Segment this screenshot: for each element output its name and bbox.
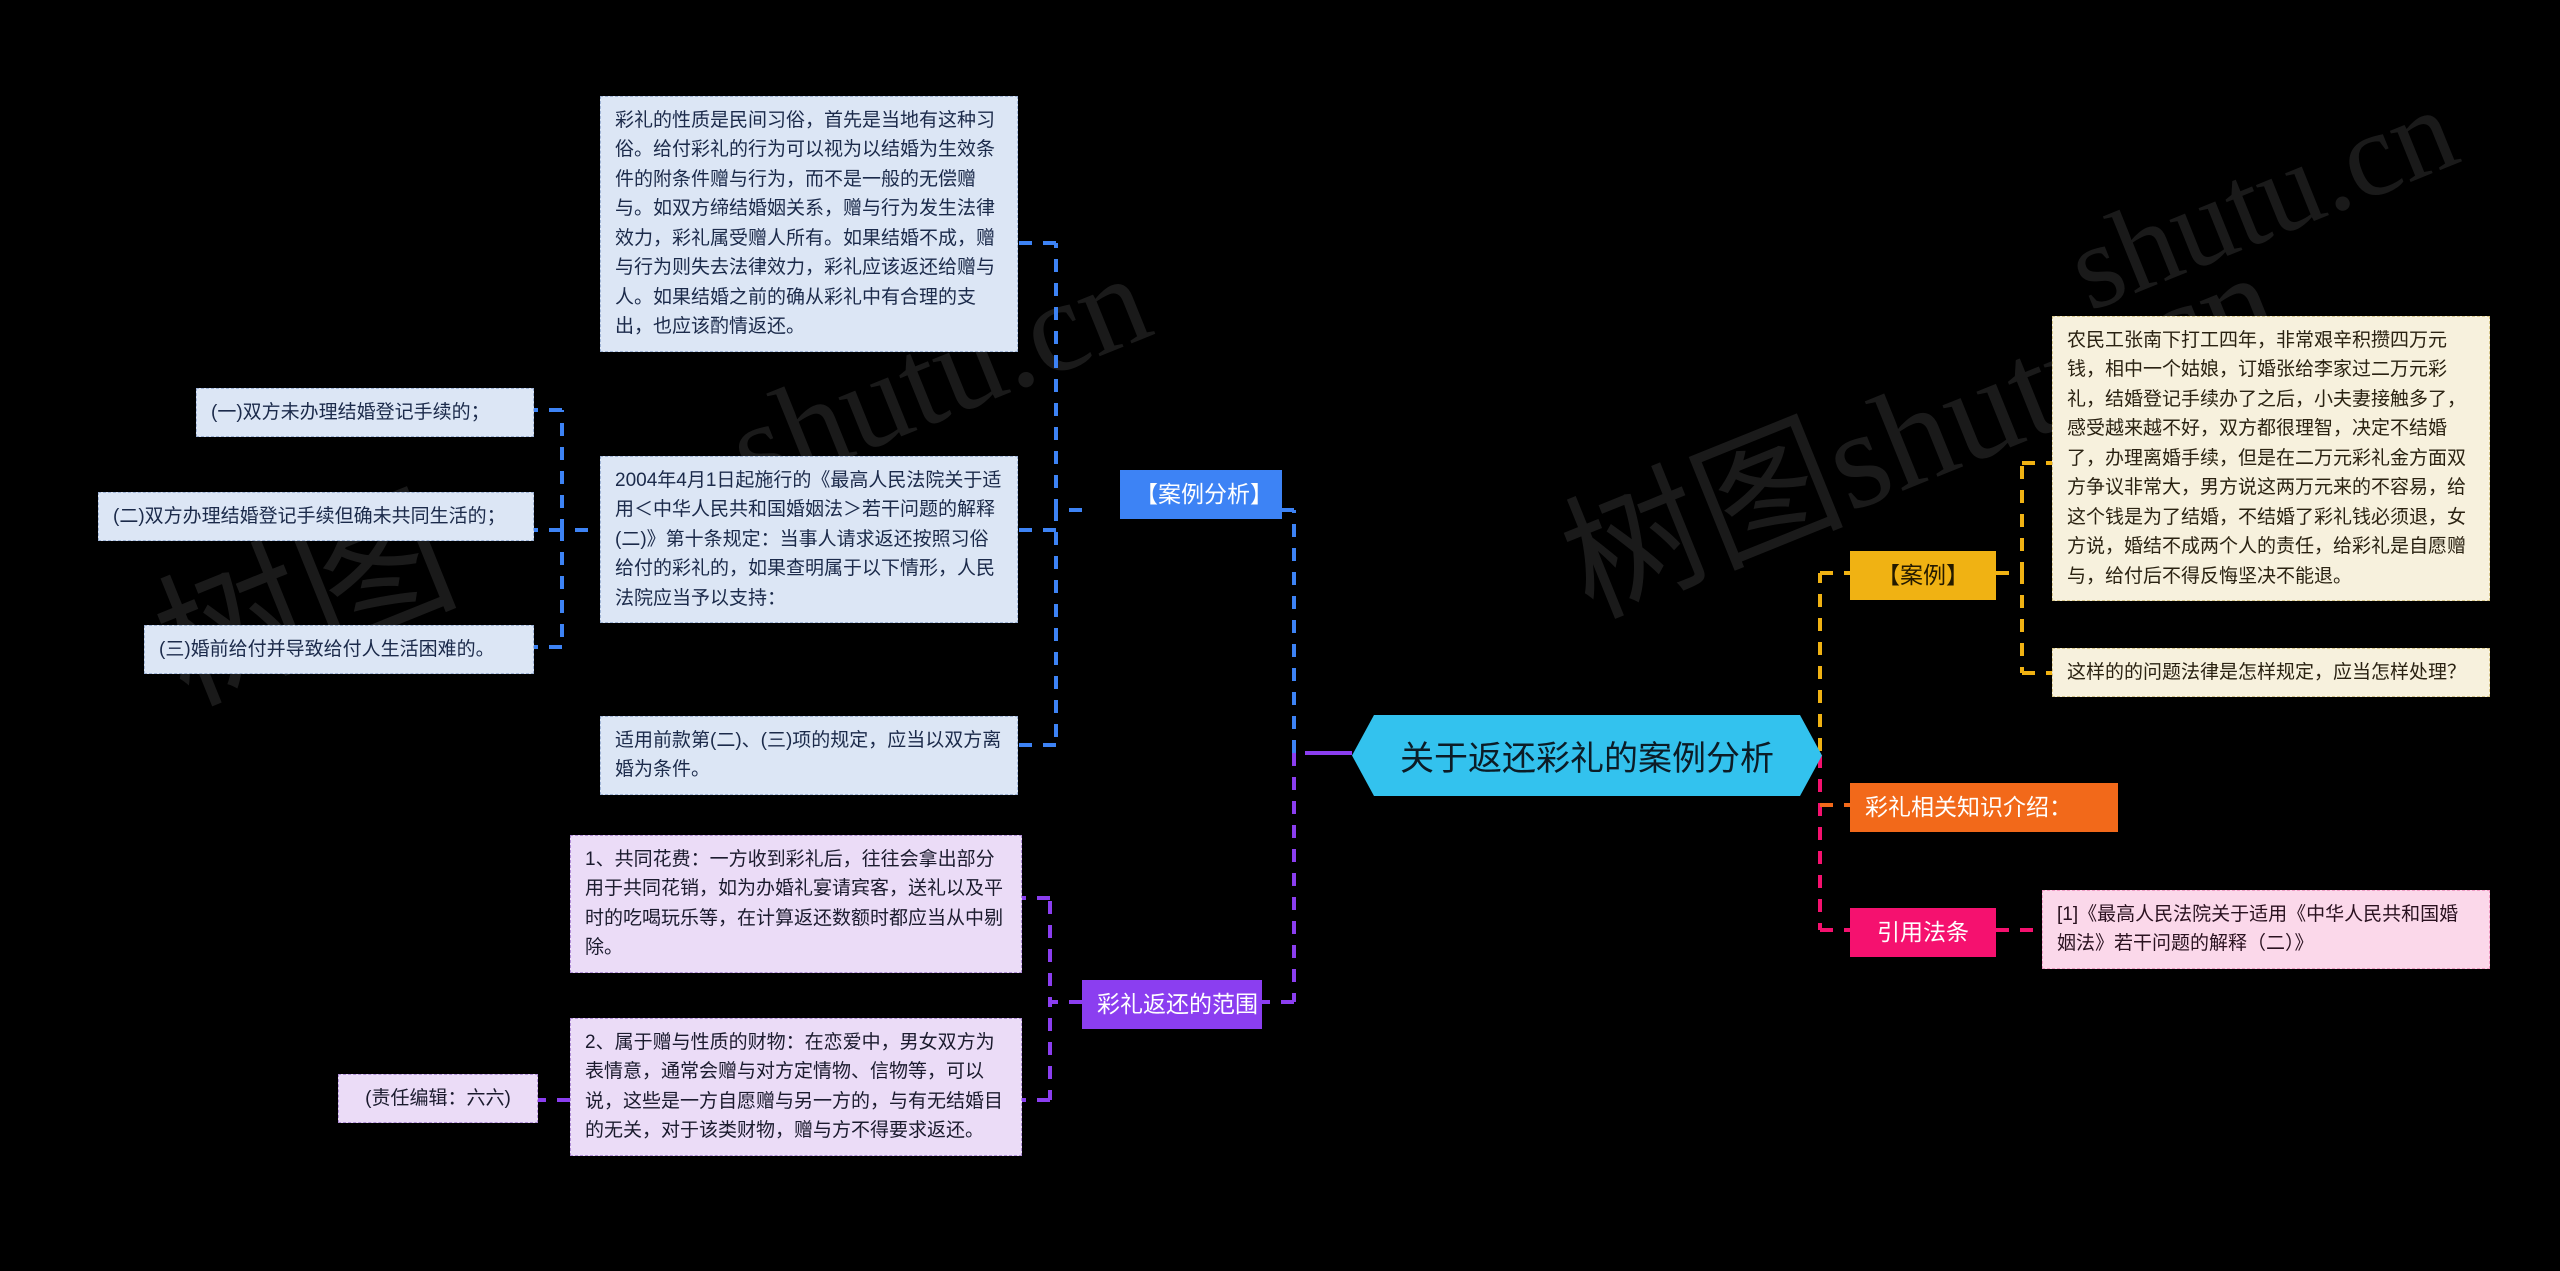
branch-chip-case[interactable]: 【案例】 xyxy=(1850,551,1996,601)
node-condition-item-1[interactable]: (一)双方未办理结婚登记手续的； xyxy=(196,388,534,438)
node-condition-item-2[interactable]: (二)双方办理结婚登记手续但确未共同生活的； xyxy=(98,492,534,542)
branch-chip-knowledge[interactable]: 彩礼相关知识介绍： xyxy=(1850,783,2118,833)
node-nature-of-betrothal-gift[interactable]: 彩礼的性质是民间习俗，首先是当地有这种习俗。给付彩礼的行为可以视为以结婚为生效条… xyxy=(600,96,1018,352)
node-case-story[interactable]: 农民工张南下打工四年，非常艰辛积攒四万元钱，相中一个姑娘，订婚张给李家过二万元彩… xyxy=(2052,316,2490,601)
node-divorce-condition[interactable]: 适用前款第(二)、(三)项的规定，应当以双方离婚为条件。 xyxy=(600,716,1018,795)
connector-case-spine-a xyxy=(1996,463,2024,575)
node-judicial-interpretation[interactable]: 2004年4月1日起施行的《最高人民法院关于适用＜中华人民共和国婚姻法＞若干问题… xyxy=(600,456,1018,624)
branch-chip-citation[interactable]: 引用法条 xyxy=(1850,908,1996,958)
node-editor-credit[interactable]: (责任编辑：六六) xyxy=(338,1074,538,1124)
watermark: 树图 xyxy=(135,468,476,736)
connector-left-spine-lower xyxy=(1292,751,1318,1002)
root-node[interactable]: 关于返还彩礼的案例分析 xyxy=(1352,715,1822,796)
connector-case-spine-b xyxy=(1996,571,2024,673)
node-cited-law[interactable]: [1]《最高人民法院关于适用《中华人民共和国婚姻法》若干问题的解释（二）》 xyxy=(2042,890,2490,969)
node-case-question[interactable]: 这样的的问题法律是怎样规定，应当怎样处理？ xyxy=(2052,648,2490,698)
connector-rs-spine-b xyxy=(1048,1000,1082,1100)
node-gift-property[interactable]: 2、属于赠与性质的财物：在恋爱中，男女双方为表情意，通常会赠与对方定情物、信物等… xyxy=(570,1018,1022,1156)
connector-ca-spine-b xyxy=(1054,508,1082,745)
branch-chip-return-scope[interactable]: 彩礼返还的范围 xyxy=(1082,980,1262,1030)
connector-items-spine-b xyxy=(560,528,588,647)
connector-ca-spine-a xyxy=(1054,243,1082,512)
connector-items-spine-a xyxy=(560,410,588,532)
branch-chip-case-analysis[interactable]: 【案例分析】 xyxy=(1120,470,1282,520)
watermark: shutu.cn xyxy=(2049,61,2474,336)
connector-rs-spine-a xyxy=(1048,898,1082,1004)
node-shared-cost[interactable]: 1、共同花费：一方收到彩礼后，往往会拿出部分用于共同花销，如为办婚礼宴请宾客，送… xyxy=(570,835,1022,973)
node-condition-item-3[interactable]: (三)婚前给付并导致给付人生活困难的。 xyxy=(144,625,534,675)
connector-left-spine-upper xyxy=(1292,510,1318,755)
